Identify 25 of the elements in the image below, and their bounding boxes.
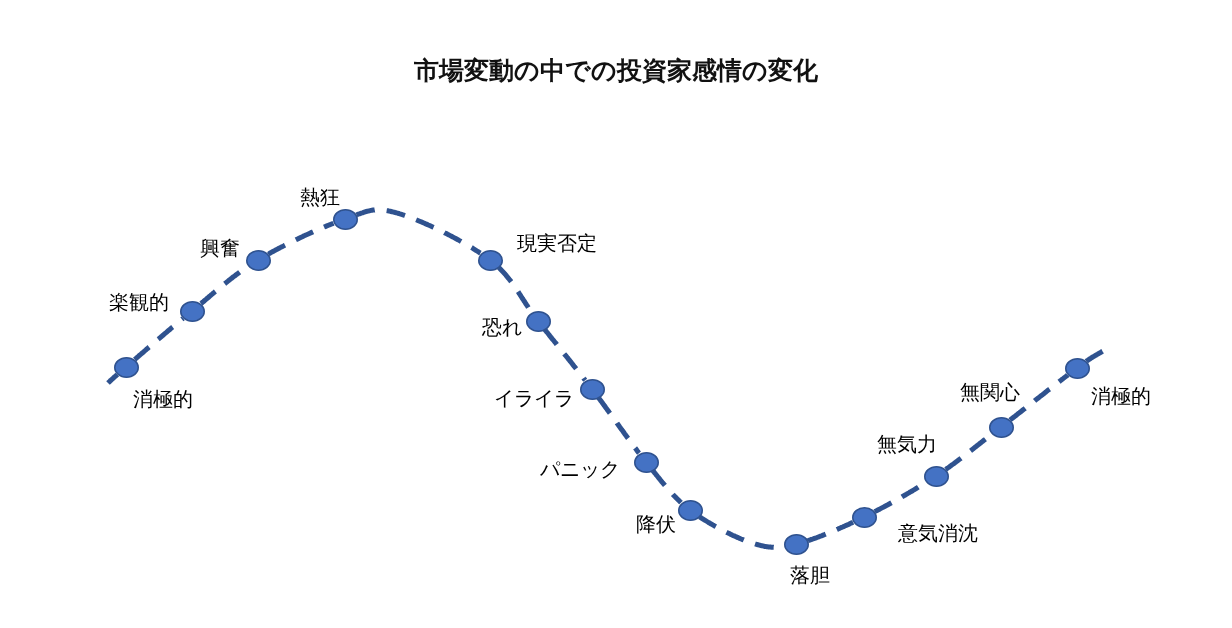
point-label: 恐れ	[482, 316, 522, 338]
dashed-line	[105, 372, 120, 386]
dashed-line	[596, 395, 642, 456]
dashed-line	[1007, 372, 1070, 423]
point-label: 降伏	[636, 513, 676, 535]
dashed-line	[354, 207, 483, 256]
point-label: 意気消沈	[898, 522, 978, 544]
point-label: 無気力	[877, 433, 937, 455]
dashed-line	[132, 316, 185, 362]
dashed-line	[1084, 348, 1106, 364]
point-label: 落胆	[790, 564, 830, 586]
point-label: 無関心	[960, 381, 1020, 403]
point-label: 興奮	[200, 237, 240, 259]
dashed-line	[266, 220, 336, 257]
point-label: 楽観的	[109, 291, 169, 313]
point-label: 現実否定	[517, 232, 597, 254]
chart-title: 市場変動の中での投資家感情の変化	[414, 57, 818, 85]
dashed-line	[651, 468, 684, 505]
dashed-line	[542, 327, 588, 382]
point-label: 消極的	[1091, 385, 1151, 407]
dashed-line	[805, 519, 855, 544]
point-label: イライラ	[494, 387, 574, 409]
point-label: 熱狂	[300, 186, 340, 208]
point-label: パニック	[540, 458, 620, 480]
point-label: 消極的	[133, 388, 193, 410]
